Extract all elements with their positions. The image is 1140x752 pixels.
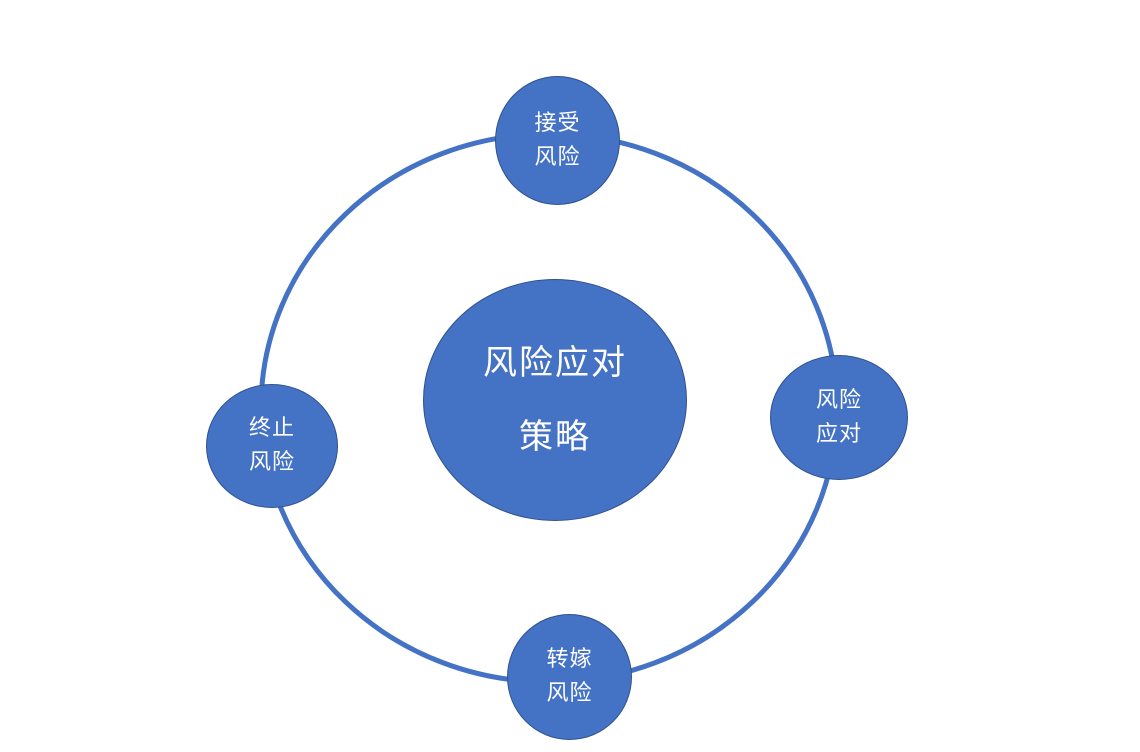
center-node-label-line2: 策略 [519,417,591,457]
node-terminate-risk: 终止 风险 [206,384,338,508]
node-terminate-label-line1: 终止 [248,416,295,441]
node-transfer-risk: 转嫁 风险 [507,614,632,740]
node-risk-response: 风险 应对 [770,355,908,480]
node-transfer-label-line1: 转嫁 [546,647,593,672]
node-accept-risk: 接受 风险 [495,76,620,205]
node-respond-label-line2: 应对 [815,421,862,447]
node-accept-label-line2: 风险 [534,144,581,170]
center-node-risk-response-strategy: 风险应对 策略 [423,279,687,521]
node-transfer-label-line2: 风险 [546,681,593,706]
node-accept-label-line1: 接受 [534,110,581,136]
node-terminate-label-line2: 风险 [248,450,295,475]
node-respond-label-line1: 风险 [815,387,862,413]
center-node-label-line1: 风险应对 [483,343,627,383]
